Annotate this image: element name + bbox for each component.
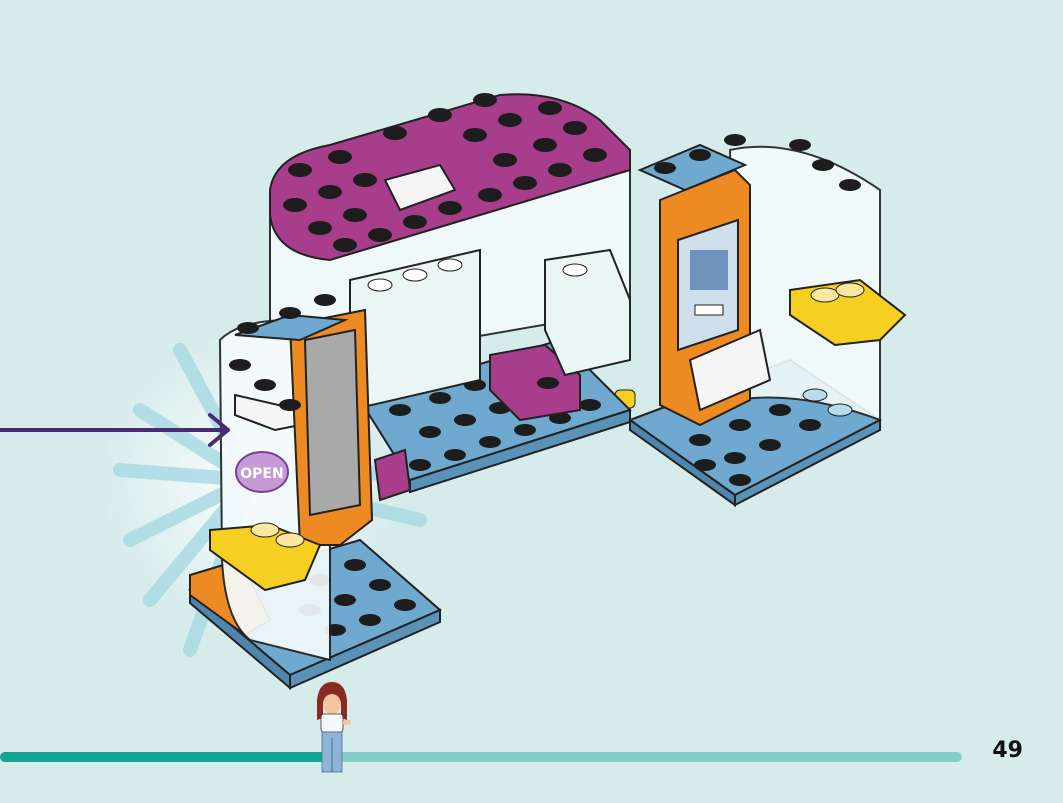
left-module xyxy=(269,93,632,502)
progress-bar-fill xyxy=(0,752,332,762)
right-module xyxy=(614,134,907,507)
progress-bar xyxy=(0,752,962,762)
callout-arrow xyxy=(0,413,230,447)
open-sign: OPEN xyxy=(235,451,289,493)
open-sign-text: OPEN xyxy=(240,466,283,482)
minifigure-progress-marker xyxy=(316,682,351,773)
page-number: 49 xyxy=(992,738,1023,763)
front-module: OPEN xyxy=(187,294,442,691)
